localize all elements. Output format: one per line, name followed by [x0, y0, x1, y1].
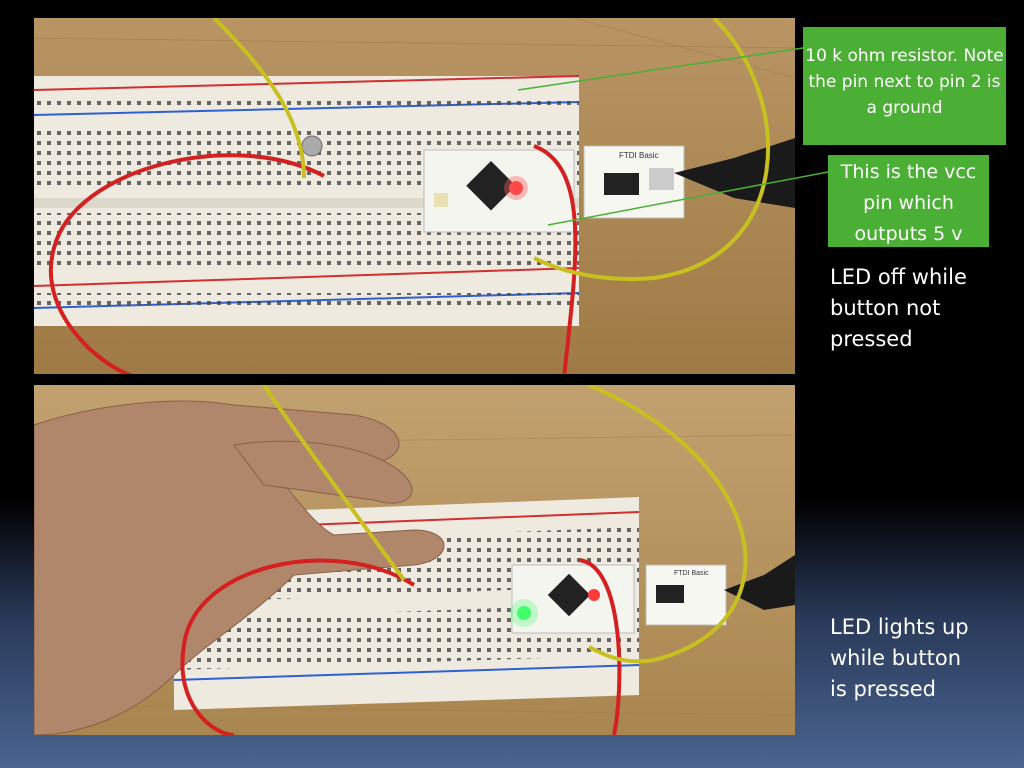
caption-led-on: LED lights up while button is pressed [830, 615, 969, 701]
microcontroller-board [510, 564, 635, 634]
svg-text:FTDI Basic: FTDI Basic [619, 151, 659, 160]
breadboard-photo-led-off: FTDI Basic [34, 18, 795, 374]
caption-led-off: LED off while button not pressed [830, 265, 967, 351]
svg-text:FTDI Basic: FTDI Basic [674, 570, 709, 577]
vcc-note: This is the vcc pin which outputs 5 v [828, 155, 989, 247]
microcontroller-board [423, 149, 575, 233]
ftdi-board: FTDI Basic [583, 145, 685, 219]
resistor-note: 10 k ohm resistor. Note the pin next to … [803, 27, 1006, 145]
ftdi-board: FTDI Basic [645, 564, 727, 626]
breadboard-photo-led-on: FTDI Basic [34, 385, 795, 735]
